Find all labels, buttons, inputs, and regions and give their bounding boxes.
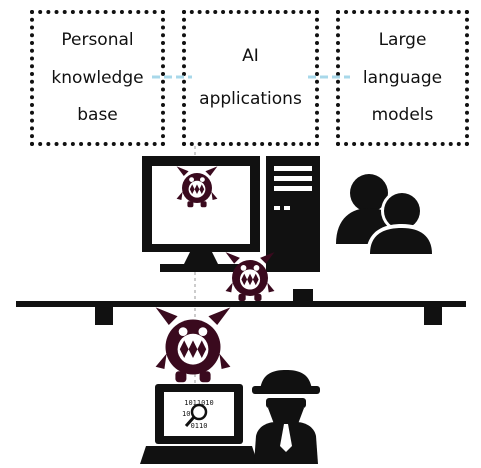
box-text-line: Large	[378, 30, 427, 51]
users-icon	[336, 174, 436, 256]
laptop-screen-line-2: 10	[182, 410, 190, 418]
hacker-spy-icon	[252, 370, 320, 464]
monster-icon	[155, 307, 231, 383]
network-bus	[16, 289, 466, 325]
box-text-line: applications	[199, 89, 302, 110]
box-text-line: knowledge	[51, 67, 144, 88]
desktop-computer-icon	[142, 156, 260, 272]
box-text-line: Personal	[61, 30, 134, 51]
laptop-screen-line-1: 1011010	[184, 399, 214, 407]
box-text-line: base	[77, 104, 118, 125]
laptop-screen-line-3: 0110	[191, 422, 208, 430]
computer-tower-icon	[266, 156, 320, 272]
magnifier-icon	[184, 403, 208, 427]
personal-knowledge-base-box: Personal knowledge base	[30, 10, 165, 146]
box-text-line: language	[362, 67, 443, 88]
laptop-icon	[140, 384, 258, 464]
box-text-line: AI	[242, 45, 259, 66]
box-text-line: models	[371, 104, 434, 125]
monster-icon	[225, 252, 275, 302]
